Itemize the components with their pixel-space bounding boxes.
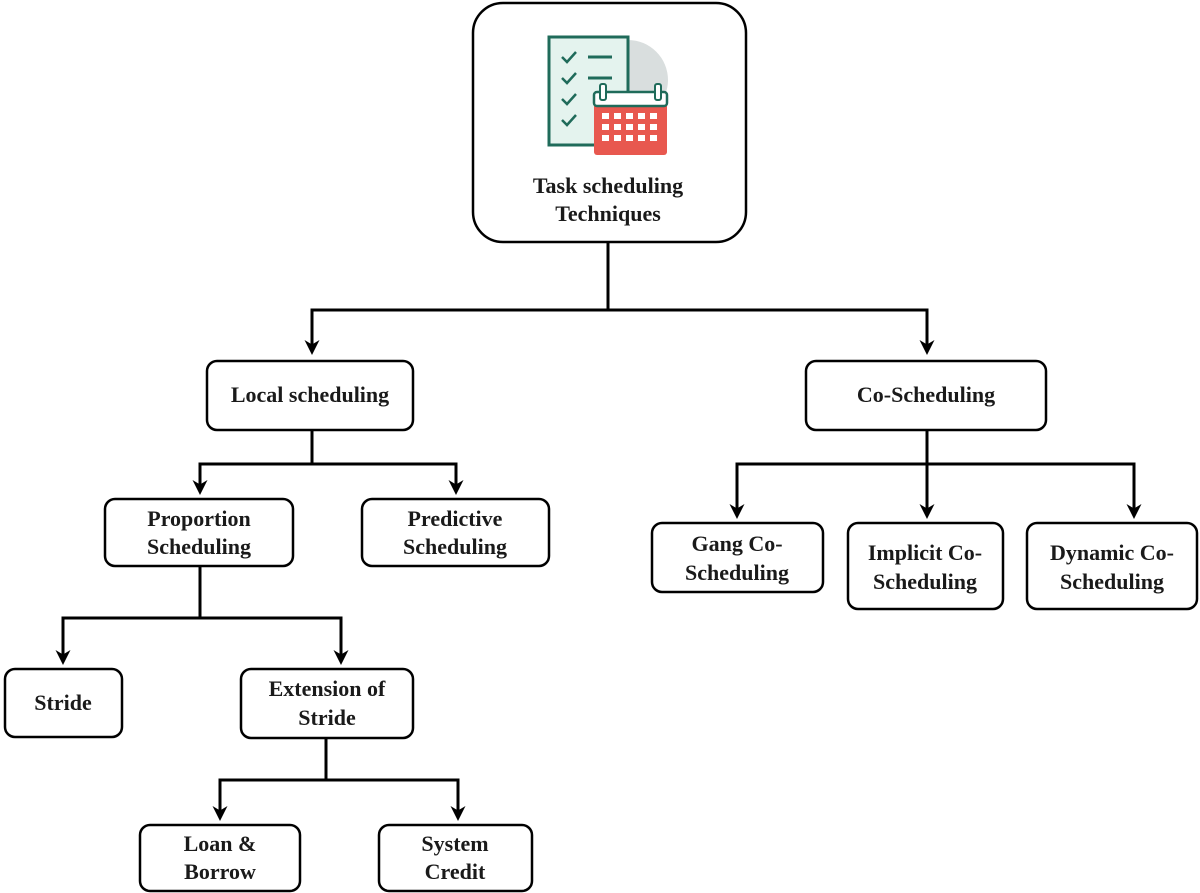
node-dynamic-co-scheduling: Dynamic Co- Scheduling bbox=[1025, 521, 1199, 611]
node-local-scheduling: Local scheduling bbox=[205, 359, 415, 432]
node-predictive-scheduling: Predictive Scheduling bbox=[360, 497, 551, 568]
proportion-label-line1: Proportion bbox=[147, 506, 250, 531]
connectors bbox=[55, 242, 1142, 821]
proportion-label-line2: Scheduling bbox=[147, 534, 251, 559]
gang-label-line1: Gang Co- bbox=[691, 531, 782, 556]
edge-proportion-to-extension bbox=[200, 616, 349, 665]
loan-label-line2: Borrow bbox=[184, 859, 256, 884]
system-label-line1: System bbox=[421, 831, 488, 856]
stride-label: Stride bbox=[34, 690, 92, 715]
node-implicit-co-scheduling: Implicit Co- Scheduling bbox=[846, 521, 1005, 611]
extension-label-line2: Stride bbox=[298, 705, 356, 730]
extension-label-line1: Extension of bbox=[269, 676, 386, 701]
implicit-label-line1: Implicit Co- bbox=[868, 540, 982, 565]
root-label-line1: Task scheduling bbox=[533, 173, 683, 198]
node-extension-of-stride: Extension of Stride bbox=[239, 667, 415, 740]
edge-local-to-predictive bbox=[312, 462, 464, 495]
node-proportion-scheduling: Proportion Scheduling bbox=[103, 497, 295, 568]
edge-root-to-local bbox=[304, 242, 610, 355]
edge-extension-to-loan bbox=[212, 738, 328, 821]
gang-label-line2: Scheduling bbox=[685, 560, 789, 585]
local-scheduling-label: Local scheduling bbox=[231, 382, 389, 407]
node-loan-and-borrow: Loan & Borrow bbox=[138, 823, 302, 893]
predictive-label-line2: Scheduling bbox=[403, 534, 507, 559]
node-gang-co-scheduling: Gang Co- Scheduling bbox=[650, 521, 825, 594]
dynamic-label-line2: Scheduling bbox=[1060, 569, 1164, 594]
node-co-scheduling: Co-Scheduling bbox=[804, 359, 1048, 432]
node-root: Task scheduling Techniques bbox=[471, 1, 748, 244]
edge-proportion-to-stride bbox=[55, 566, 202, 665]
node-stride: Stride bbox=[3, 667, 124, 739]
system-label-line2: Credit bbox=[425, 859, 486, 884]
edge-extension-to-system bbox=[326, 778, 466, 821]
loan-label-line1: Loan & bbox=[184, 831, 257, 856]
co-scheduling-label: Co-Scheduling bbox=[857, 382, 995, 407]
dynamic-label-line1: Dynamic Co- bbox=[1050, 540, 1174, 565]
edge-co-to-gang bbox=[729, 430, 929, 519]
root-label-line2: Techniques bbox=[555, 201, 661, 226]
node-system-credit: System Credit bbox=[377, 823, 534, 893]
predictive-label-line1: Predictive bbox=[408, 506, 503, 531]
implicit-label-line2: Scheduling bbox=[873, 569, 977, 594]
checklist-calendar-icon bbox=[547, 35, 669, 155]
edge-root-to-co bbox=[608, 308, 935, 355]
edge-local-to-proportion bbox=[192, 430, 314, 495]
edge-co-to-dynamic bbox=[927, 462, 1142, 519]
